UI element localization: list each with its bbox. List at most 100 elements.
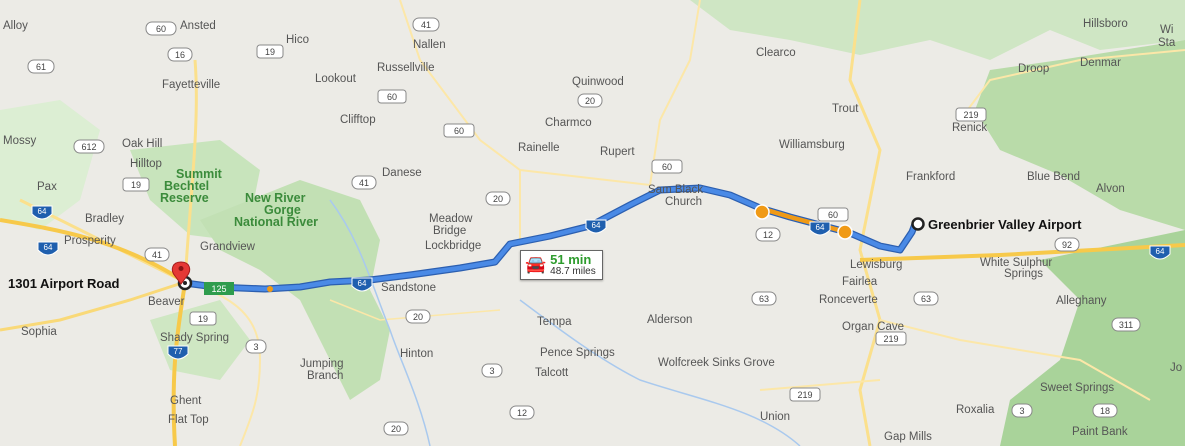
svg-text:Ronceverte: Ronceverte — [819, 294, 878, 306]
river-layer — [329, 199, 801, 446]
svg-text:Sam Black: Sam Black — [648, 184, 703, 196]
park-labels: Summit Bechtel Reserve New River Gorge N… — [160, 167, 318, 229]
route-shield: 20 — [577, 93, 603, 108]
route-shield: 20 — [405, 309, 431, 324]
svg-text:Bridge: Bridge — [433, 225, 466, 237]
svg-text:Union: Union — [760, 411, 790, 423]
destination-marker[interactable] — [911, 217, 925, 231]
route-shield: 219 — [955, 107, 987, 122]
svg-text:63: 63 — [759, 294, 769, 304]
road-number-label: 125 — [204, 282, 234, 295]
svg-text:Beaver: Beaver — [148, 296, 185, 308]
svg-text:3: 3 — [489, 366, 494, 376]
route-distance: 48.7 miles — [550, 266, 596, 277]
route-shield: 20 — [485, 191, 511, 206]
svg-text:Paint Bank: Paint Bank — [1072, 426, 1128, 438]
route-summary-callout[interactable]: 🚘 51 min 48.7 miles — [520, 250, 603, 280]
svg-text:41: 41 — [421, 20, 431, 30]
svg-text:Alleghany: Alleghany — [1056, 295, 1107, 307]
svg-text:National River: National River — [234, 215, 318, 229]
svg-text:Shady Spring: Shady Spring — [160, 332, 229, 344]
svg-text:219: 219 — [883, 334, 898, 344]
svg-text:63: 63 — [921, 294, 931, 304]
svg-text:New River: New River — [245, 191, 306, 205]
svg-text:20: 20 — [493, 194, 503, 204]
svg-text:Meadow: Meadow — [429, 213, 473, 225]
svg-text:219: 219 — [797, 390, 812, 400]
svg-text:Alderson: Alderson — [647, 314, 692, 326]
route-shield: 16 — [167, 47, 193, 62]
svg-text:Lockbridge: Lockbridge — [425, 240, 481, 252]
route-shield: 311 — [1111, 317, 1141, 332]
svg-text:19: 19 — [265, 47, 275, 57]
route-shield: 61 — [27, 59, 55, 74]
svg-text:Pence Springs: Pence Springs — [540, 347, 615, 359]
svg-text:Jumping: Jumping — [300, 358, 343, 370]
svg-text:20: 20 — [585, 96, 595, 106]
svg-text:41: 41 — [359, 178, 369, 188]
svg-text:Williamsburg: Williamsburg — [779, 139, 845, 151]
route-shield: 3 — [481, 363, 503, 378]
svg-text:Church: Church — [665, 196, 702, 208]
svg-text:Lewisburg: Lewisburg — [850, 259, 902, 271]
traffic-incident-icon[interactable] — [754, 204, 853, 240]
route-shields: 60 41 16 19 61 60 20 60 219 612 60 19 41… — [27, 17, 1141, 436]
route-shield: 12 — [755, 227, 781, 242]
svg-text:60: 60 — [387, 92, 397, 102]
svg-text:64: 64 — [816, 223, 825, 232]
destination-pin-icon[interactable] — [171, 261, 191, 285]
svg-text:Gap Mills: Gap Mills — [884, 431, 932, 443]
svg-text:Frankford: Frankford — [906, 171, 955, 183]
svg-text:Oak Hill: Oak Hill — [122, 138, 162, 150]
interstate-shield: 64 — [585, 219, 607, 234]
route-shield: 60 — [145, 21, 177, 36]
svg-text:Tempa: Tempa — [537, 316, 572, 328]
svg-text:311: 311 — [1119, 320, 1133, 330]
svg-text:Mossy: Mossy — [3, 135, 36, 147]
svg-text:Fayetteville: Fayetteville — [162, 79, 220, 91]
svg-text:Nallen: Nallen — [413, 39, 446, 51]
svg-text:Sweet Springs: Sweet Springs — [1040, 382, 1114, 394]
interstate-shield: 64 — [37, 241, 59, 256]
svg-text:60: 60 — [828, 210, 838, 220]
svg-text:Sophia: Sophia — [21, 326, 57, 338]
svg-text:Flat Top: Flat Top — [168, 414, 209, 426]
svg-text:Prosperity: Prosperity — [64, 235, 116, 247]
origin-label: 1301 Airport Road — [8, 276, 120, 291]
interstate-shield: 64 — [351, 277, 373, 292]
route-shield: 18 — [1092, 403, 1118, 418]
interstate-shields: 64 64 64 64 64 64 77 — [31, 205, 1171, 360]
svg-text:60: 60 — [156, 24, 166, 34]
svg-text:Ansted: Ansted — [180, 20, 216, 32]
svg-text:60: 60 — [454, 126, 464, 136]
svg-text:Hico: Hico — [286, 34, 309, 46]
svg-text:Talcott: Talcott — [535, 367, 569, 379]
destination-label: Greenbrier Valley Airport — [928, 217, 1082, 232]
svg-text:16: 16 — [175, 50, 185, 60]
route-shield: 60 — [651, 159, 683, 174]
interstate-shield: 64 — [1149, 245, 1171, 260]
route-shield: 63 — [751, 291, 777, 306]
svg-text:64: 64 — [38, 207, 47, 216]
svg-text:Bradley: Bradley — [85, 213, 124, 225]
route-shield: 612 — [73, 139, 105, 154]
svg-text:Alvon: Alvon — [1096, 183, 1125, 195]
svg-text:Wi: Wi — [1160, 24, 1173, 36]
svg-text:Organ Cave: Organ Cave — [842, 321, 904, 333]
svg-text:12: 12 — [517, 408, 527, 418]
route-shield: 20 — [383, 421, 409, 436]
route-shield: 12 — [509, 405, 535, 420]
route-shield: 19 — [122, 177, 150, 192]
svg-text:Hinton: Hinton — [400, 348, 433, 360]
svg-text:Lookout: Lookout — [315, 73, 357, 85]
route-shield: 3 — [1011, 403, 1033, 418]
interstate-shield: 64 — [809, 221, 831, 236]
svg-text:Wolfcreek Sinks Grove: Wolfcreek Sinks Grove — [658, 357, 775, 369]
svg-text:Rupert: Rupert — [600, 146, 635, 158]
svg-text:Gorge: Gorge — [264, 203, 301, 217]
car-icon: 🚘 — [525, 255, 547, 274]
route-shield: 41 — [144, 247, 170, 262]
route-shield: 219 — [789, 387, 821, 402]
